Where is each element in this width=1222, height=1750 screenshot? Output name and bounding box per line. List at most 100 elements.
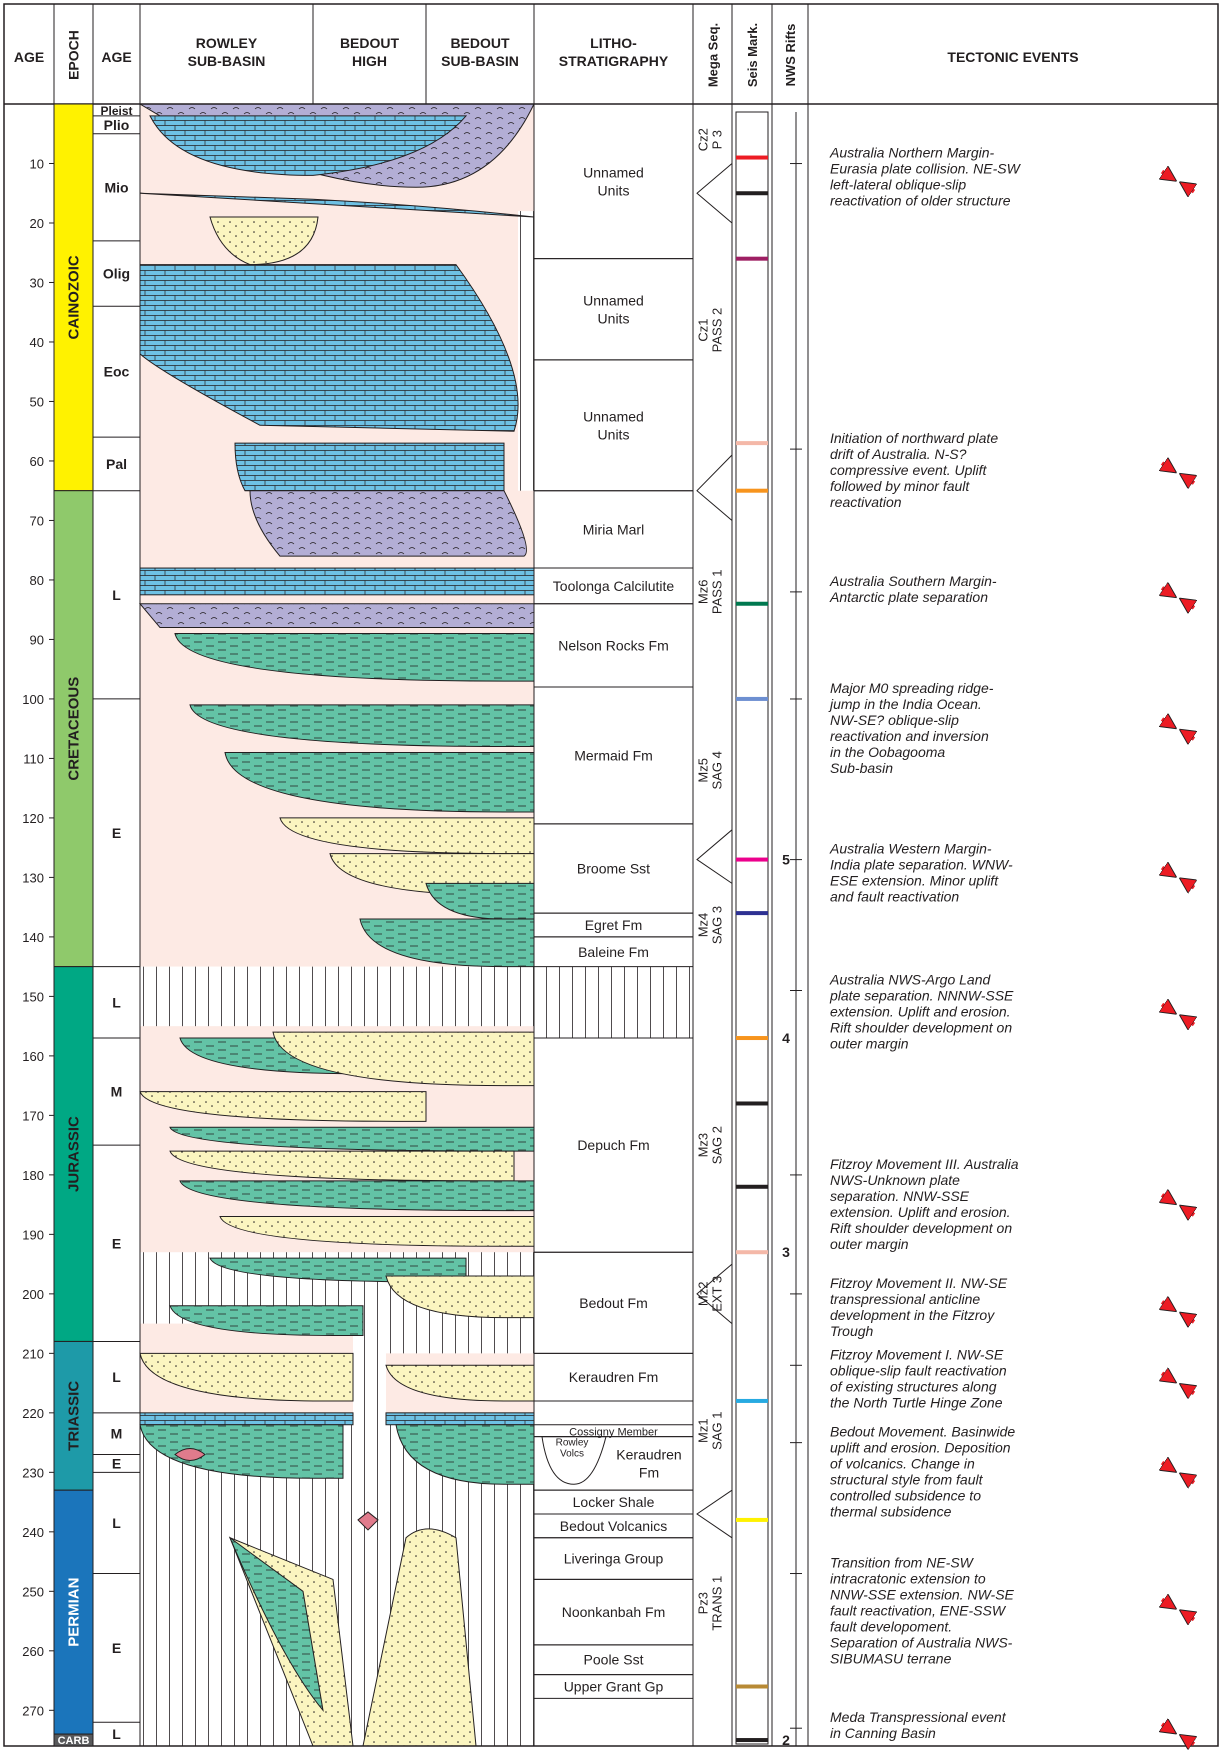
litho-unit-label: Nelson Rocks Fm — [558, 637, 668, 653]
header-bedout-high: BEDOUT — [340, 35, 400, 51]
stress-arrow-icon — [1182, 475, 1194, 483]
header-age: AGE — [14, 49, 44, 65]
header-seis-mark: Seis Mark. — [745, 23, 760, 87]
mega-seq-name: SAG 3 — [710, 906, 725, 944]
litho-unit-label: Depuch Fm — [577, 1137, 649, 1153]
age-label: 170 — [22, 1108, 44, 1123]
mega-seq-boundary — [697, 830, 732, 884]
header-bedout-sub: SUB-BASIN — [441, 53, 519, 69]
header-tectonic-events: TECTONIC EVENTS — [947, 49, 1078, 65]
tectonic-event-line: in the Oobagooma — [830, 744, 945, 760]
age-label: 200 — [22, 1287, 44, 1302]
epoch-label: JURASSIC — [66, 1116, 83, 1192]
stress-arrow-icon — [1182, 1314, 1194, 1322]
tectonic-event-line: of existing structures along — [830, 1378, 997, 1394]
tectonic-event-line: Fitzroy Movement III. Australia — [830, 1156, 1019, 1172]
rift-number: 3 — [782, 1244, 790, 1260]
epoch-label-carb: CARB — [58, 1735, 90, 1747]
litho-unit-label: Noonkanbah Fm — [562, 1604, 666, 1620]
stage-label: Eoc — [104, 364, 130, 380]
stage-label: L — [112, 994, 121, 1010]
stress-arrow-icon — [1182, 880, 1194, 888]
tectonic-event-line: development in the Fitzroy — [830, 1307, 995, 1323]
tectonic-event-line: Rift shoulder development on — [830, 1019, 1012, 1035]
limestone-cossigny-bedout — [386, 1413, 534, 1425]
mega-seq-boundary — [697, 1490, 732, 1538]
stage-label: Pal — [106, 456, 127, 472]
header-bedout-sub: BEDOUT — [450, 35, 510, 51]
mega-seq-code: Mz4 — [696, 913, 711, 938]
stress-arrow-icon — [1162, 1463, 1174, 1471]
mega-seq-code: Mz3 — [696, 1133, 711, 1158]
tectonic-event-line: Rift shoulder development on — [830, 1220, 1012, 1236]
tectonic-event-line: fault reactivation, ENE-SSW — [830, 1603, 1007, 1619]
mega-seq-name: PASS 1 — [710, 570, 725, 615]
age-label: 160 — [22, 1049, 44, 1064]
rowley-volcs-label: Rowley — [556, 1438, 589, 1449]
epoch-label: PERMIAN — [66, 1578, 83, 1647]
age-label: 250 — [22, 1584, 44, 1599]
tectonic-event-line: structural style from fault — [830, 1472, 984, 1488]
age-label: 10 — [30, 156, 44, 171]
litho-unit-label: Upper Grant Gp — [564, 1679, 664, 1695]
litho-unit-label: Unnamed — [583, 408, 644, 424]
rift-number: 4 — [782, 1030, 790, 1046]
stage-label: L — [112, 1515, 121, 1531]
mega-seq-name: PASS 2 — [710, 308, 725, 353]
mega-seq-name: SAG 1 — [710, 1412, 725, 1450]
tectonic-event-line: drift of Australia. N-S? — [830, 446, 967, 462]
limestone-cossigny-rowley — [140, 1413, 353, 1425]
age-label: 210 — [22, 1346, 44, 1361]
header-litho: LITHO- — [590, 35, 637, 51]
seismic-marker — [736, 1250, 768, 1254]
seismic-marker — [736, 489, 768, 493]
stress-arrow-icon — [1162, 172, 1174, 180]
tectonic-event-line: Australia Western Margin- — [829, 841, 992, 857]
header-nws-rifts: NWS Rifts — [783, 24, 798, 87]
header-mega-seq: Mega Seq. — [706, 23, 721, 87]
litho-unit-label: Keraudren — [616, 1446, 681, 1462]
stress-arrow-icon — [1162, 588, 1174, 596]
stage-label: Olig — [103, 266, 130, 282]
litho-unit-label: Units — [598, 310, 630, 326]
rift-number: 5 — [782, 852, 790, 868]
tectonic-event-line: Fitzroy Movement II. NW-SE — [830, 1275, 1008, 1291]
tectonic-event-line: Australia Southern Margin- — [829, 573, 997, 589]
age-label: 150 — [22, 989, 44, 1004]
age-label: 140 — [22, 930, 44, 945]
tectonic-event-line: SIBUMASU terrane — [830, 1651, 952, 1667]
tectonic-event-line: Antarctic plate separation — [829, 589, 988, 605]
age-label: 240 — [22, 1525, 44, 1540]
epoch-label: CAINOZOIC — [66, 255, 83, 339]
tectonic-event-line: of volcanics. Change in — [830, 1456, 975, 1472]
seismic-bar — [736, 112, 768, 1744]
mega-seq-name: SAG 2 — [710, 1126, 725, 1164]
age-label: 90 — [30, 632, 44, 647]
mega-seq-code: Mz6 — [696, 580, 711, 605]
stage-label: E — [112, 1640, 121, 1656]
tectonic-event-line: uplift and erosion. Deposition — [830, 1440, 1011, 1456]
litho-unit-label: Locker Shale — [573, 1494, 655, 1510]
tectonic-event-line: and fault reactivation — [830, 889, 959, 905]
age-label: 30 — [30, 275, 44, 290]
stage-label: L — [112, 587, 121, 603]
mega-seq-code: Cz1 — [696, 319, 711, 342]
age-label: 110 — [23, 751, 44, 766]
seismic-marker — [736, 1518, 768, 1522]
tectonic-event-line: outer margin — [830, 1035, 909, 1051]
stress-arrow-icon — [1182, 600, 1194, 608]
stress-arrow-icon — [1162, 868, 1174, 876]
tectonic-event-line: NNW-SSE extension. NW-SE — [830, 1587, 1015, 1603]
tectonic-event-line: ESE extension. Minor uplift — [830, 873, 999, 889]
header-epoch: EPOCH — [66, 30, 82, 80]
tectonic-event-line: Bedout Movement. Basinwide — [830, 1424, 1015, 1440]
litho-unit-label: Egret Fm — [585, 917, 643, 933]
stress-arrow-icon — [1162, 1724, 1174, 1732]
tectonic-event-line: India plate separation. WNW- — [830, 857, 1013, 873]
litho-unit-label: Fm — [639, 1464, 659, 1480]
seismic-marker — [736, 1185, 768, 1189]
stage-label: Plio — [104, 117, 130, 133]
header-litho: STRATIGRAPHY — [559, 53, 669, 69]
mega-seq-code: Mz2 — [696, 1282, 711, 1307]
